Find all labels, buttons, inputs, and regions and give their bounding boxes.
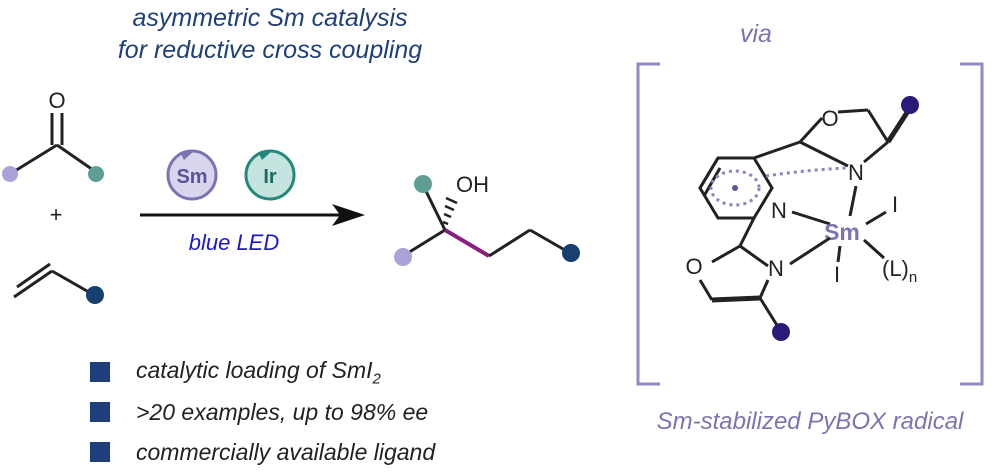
plus-sign: +	[50, 202, 63, 227]
indigo-substituent	[772, 323, 790, 341]
feature-list: catalytic loading of SmI2 >20 examples, …	[90, 352, 435, 472]
oxazoline-oxygen-top: O	[821, 106, 838, 131]
cycle-arrow-icon	[258, 151, 272, 160]
radical-delocalization	[709, 169, 761, 207]
alcohol-product: OH	[394, 172, 580, 266]
alkene-reactant	[13, 262, 104, 304]
cycle-arrow-icon	[180, 151, 194, 160]
oxazoline-nitrogen-top: N	[848, 160, 864, 185]
left-bracket	[636, 62, 660, 386]
navy-substituent	[562, 244, 580, 262]
oxazoline-oxygen-bottom: O	[685, 254, 702, 279]
bullet-square-icon	[90, 442, 110, 462]
teal-substituent	[414, 175, 432, 193]
new-cc-bond	[443, 228, 491, 258]
hydroxyl-label: OH	[456, 172, 489, 197]
ir-catalyst-cycle: Ir	[244, 149, 296, 201]
radical-dot	[732, 185, 738, 191]
ligand-l: (L)n	[882, 256, 917, 286]
list-item-text: >20 examples, up to 98% ee	[136, 398, 429, 425]
lavender-substituent	[394, 248, 412, 266]
sm-catalyst-label: Sm	[176, 166, 207, 188]
samarium-atom: Sm	[824, 219, 860, 245]
indigo-substituent	[901, 96, 919, 114]
list-item-text: catalytic loading of SmI2	[136, 356, 381, 388]
title-line-1: asymmetric Sm catalysis	[132, 4, 408, 32]
bullet-square-icon	[90, 362, 110, 382]
reaction-arrow	[140, 204, 365, 226]
iodide-right: I	[892, 192, 898, 217]
list-item: >20 examples, up to 98% ee	[90, 392, 435, 432]
via-label: via	[740, 20, 772, 48]
conditions-label: blue LED	[189, 230, 280, 255]
list-item-text: commercially available ligand	[136, 438, 436, 465]
list-item: catalytic loading of SmI2	[90, 352, 435, 392]
iodide-bottom: I	[834, 262, 840, 287]
bullet-square-icon	[90, 402, 110, 422]
oxazoline-nitrogen-bottom: N	[768, 256, 784, 281]
carbonyl-oxygen: O	[48, 88, 65, 113]
right-bracket	[960, 62, 984, 386]
sm-catalyst-cycle: Sm	[166, 149, 218, 201]
ir-catalyst-label: Ir	[263, 166, 277, 188]
intermediate-caption: Sm-stabilized PyBOX radical	[656, 408, 964, 435]
teal-substituent	[88, 166, 104, 182]
pyridine-nitrogen: N	[771, 198, 787, 223]
lavender-substituent	[2, 166, 18, 182]
list-item: commercially available ligand	[90, 432, 435, 472]
ketone-reactant: O	[2, 88, 104, 182]
navy-substituent	[86, 286, 104, 304]
title-line-2: for reductive cross coupling	[117, 36, 423, 64]
pybox-sm-complex: O N N Sm I (L)n I O N	[685, 96, 919, 341]
